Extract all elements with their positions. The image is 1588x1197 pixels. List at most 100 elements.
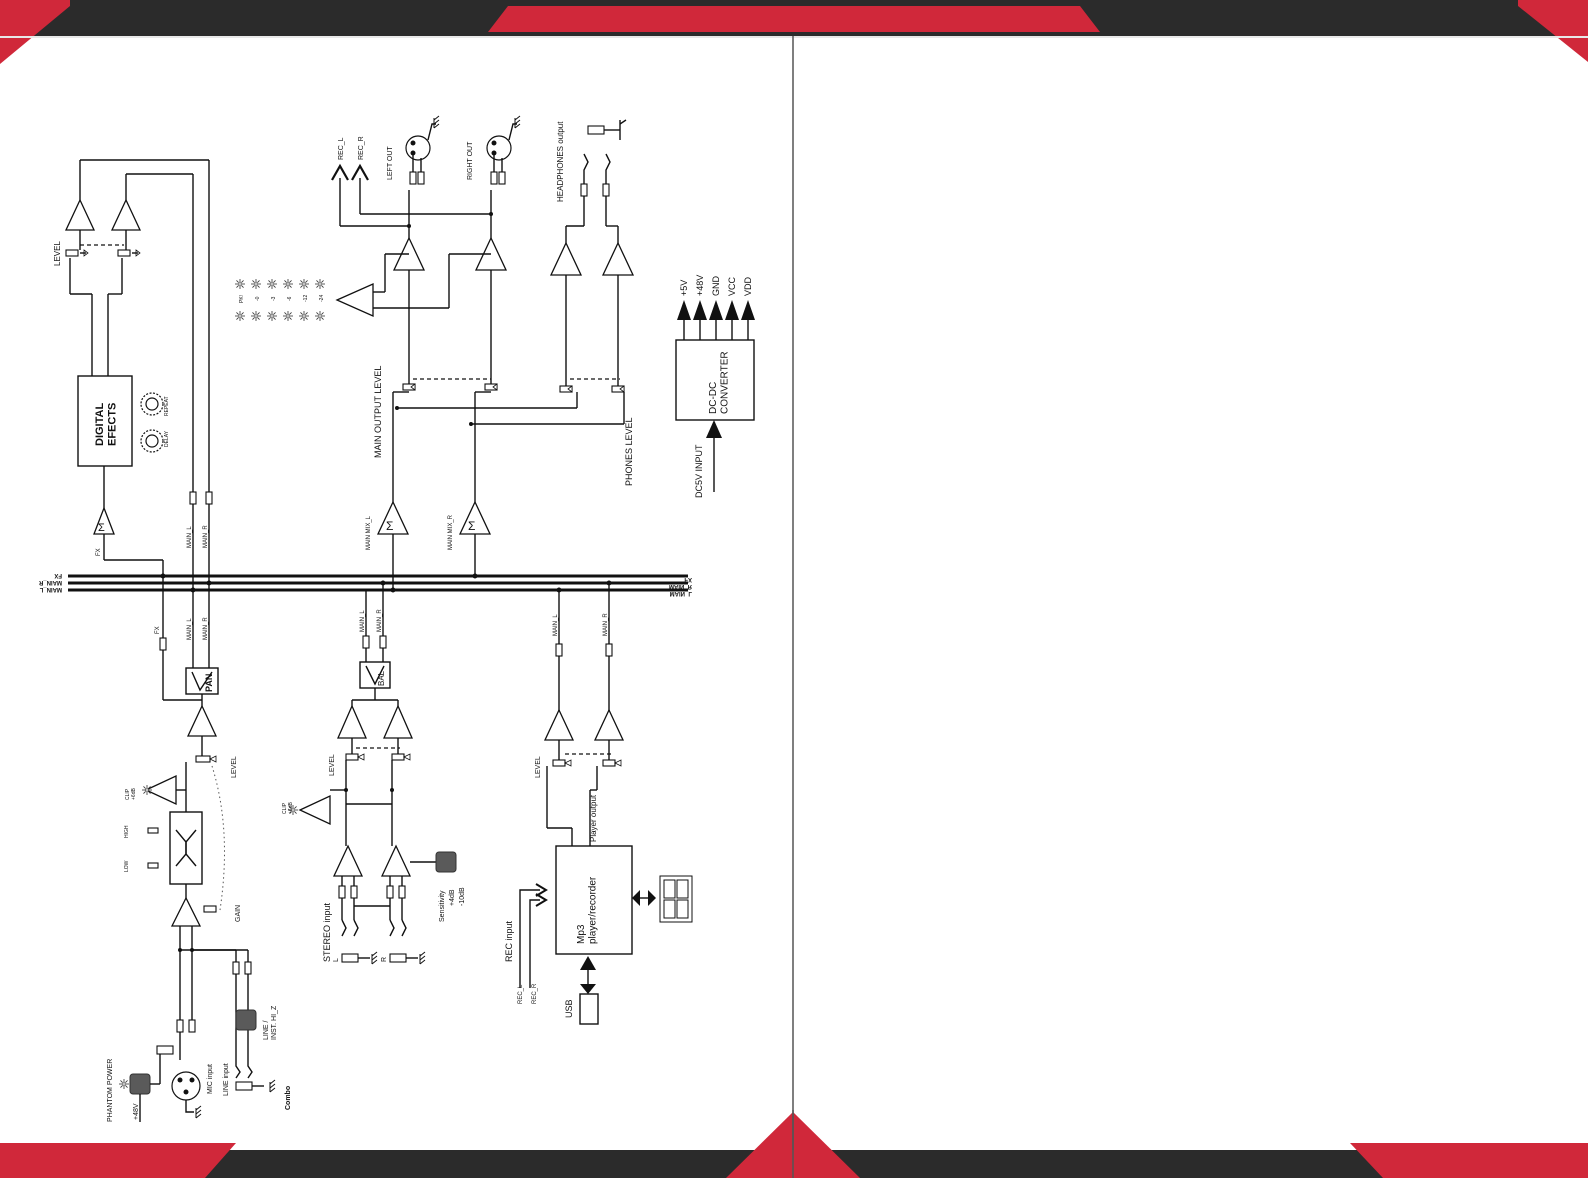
stereo-clip-led (288, 805, 298, 815)
eq-low-label: LOW (124, 860, 130, 872)
mp3-player-box (555, 845, 633, 955)
delay-knob[interactable]: DELAY (140, 429, 170, 453)
main-level-pot-l[interactable] (402, 383, 416, 391)
eq-low-pot[interactable]: LOW (124, 860, 159, 872)
fx-level-label: LEVEL (53, 241, 62, 266)
meter-led-top-0 (235, 279, 245, 289)
main-level-pot-r[interactable] (484, 383, 498, 391)
phantom-led (119, 1079, 129, 1089)
player-main-r-label: MAIN_R (603, 613, 609, 636)
bus-label-main-r-right: MAIN_R (669, 583, 693, 589)
player-amp-l (543, 708, 575, 741)
line-input-jack[interactable] (235, 1050, 264, 1091)
stereo-level-pot-r[interactable] (391, 753, 411, 761)
main-output-section: Σ Σ MAIN MIX_L MAIN MIX_R MAIN OUTPUT LE… (239, 123, 625, 590)
main-mix-l-sigma: Σ (386, 519, 393, 533)
main-mix-r-label: MAIN MIX_R (448, 514, 454, 550)
meter-label-0: -0 (255, 296, 261, 301)
stereo-level-label: LEVEL (329, 754, 336, 776)
phones-level-pot-l[interactable] (559, 385, 573, 393)
player-button-3[interactable] (663, 899, 676, 919)
player-button-4[interactable] (676, 899, 689, 919)
line-inst-switch[interactable] (235, 1009, 257, 1031)
level-meter-leds: PK! -0 -3 -6 -12 -24 (239, 295, 325, 303)
mp3-player-label: Mp3 player/recorder (576, 876, 599, 944)
stereo-jack-r[interactable] (389, 919, 418, 963)
player-level-label: LEVEL (535, 756, 542, 778)
meter-led-bottom-3 (283, 311, 293, 321)
bus-label-main-r-left: MAIN_R (38, 579, 62, 585)
return-main-r-label: MAIN_R (203, 525, 209, 548)
minus10db-label: -10dB (459, 887, 466, 906)
digital-effects-label: DIGITAL EFECTS (94, 400, 119, 446)
meter-led-bottom-4 (299, 311, 309, 321)
phantom-power-switch[interactable] (129, 1073, 151, 1095)
level-meter-amp (335, 282, 374, 318)
player-main-l-label: MAIN_L (553, 614, 559, 636)
usb-label: USB (564, 999, 574, 1018)
pan-box[interactable] (185, 667, 219, 695)
stereo-input-label: STEREO input (322, 902, 332, 962)
left-out-xlr[interactable] (405, 123, 436, 185)
rail-vcc-label: VCC (727, 276, 737, 296)
phones-amp-l (549, 241, 583, 276)
meter-led-top-4 (299, 279, 309, 289)
repeat-knob[interactable]: REPEAT (140, 392, 170, 416)
bus-label-main-l-right: MAIN_L (670, 590, 693, 596)
stereo-main-r-label: MAIN_R (377, 609, 383, 632)
right-out-xlr[interactable] (486, 123, 517, 185)
meter-led-bottom-0 (235, 311, 245, 321)
stereo-jack-l[interactable] (341, 919, 370, 963)
phones-level-pot-r[interactable] (611, 385, 625, 393)
rec-input-r-label: REC_R (532, 983, 538, 1004)
main-output-level-label: MAIN OUTPUT LEVEL (373, 366, 383, 458)
headphones-section: PHONES LEVEL HEADPHONES output (549, 119, 635, 486)
stereo-main-l-label: MAIN_L (360, 610, 366, 632)
sensitivity-switch[interactable] (435, 851, 457, 873)
dc-dc-section: DC-DC CONVERTER DC5V INPUT +5V +48V GND … (675, 275, 755, 498)
player-level-pot-r[interactable] (602, 759, 622, 767)
fx-level-pot-l[interactable] (65, 249, 89, 257)
player-level-pot-l[interactable] (552, 759, 572, 767)
player-button-2[interactable] (676, 879, 689, 899)
meter-led-bottom-5 (315, 311, 325, 321)
meter-label-3: -3 (271, 296, 277, 301)
stereo-level-pot-l[interactable] (345, 753, 365, 761)
main-mix-r-sigma: Σ (468, 519, 475, 533)
stereo-clip-detector (298, 794, 331, 826)
usb-port[interactable] (579, 993, 599, 1025)
main-mix-r-amp (458, 500, 492, 535)
left-out-label: LEFT OUT (387, 146, 394, 180)
ground-right-out (514, 115, 521, 129)
rec-input-label: REC input (504, 920, 514, 962)
repeat-label: REPEAT (164, 396, 170, 416)
channel-level-pot[interactable] (195, 755, 217, 763)
stereo-input-amp-r (380, 844, 412, 877)
meter-label-6: -6 (287, 296, 293, 301)
meter-led-top-3 (283, 279, 293, 289)
phones-amp-r (601, 241, 635, 276)
mic-preamp (170, 896, 202, 927)
headphones-jack[interactable] (583, 119, 627, 184)
stereo-ch-r-label: R (381, 957, 388, 962)
fx-return-amp-l (64, 198, 96, 231)
fx-level-pot-r[interactable] (117, 249, 141, 257)
stereo-ch-l-label: L (333, 958, 340, 962)
rec-l-label: REC_L (338, 137, 345, 160)
digital-effects-box (77, 375, 133, 467)
player-output-label: Player output (589, 794, 598, 842)
ground-stereo-r (419, 951, 426, 965)
eq-high-pot[interactable]: HIGH (124, 825, 159, 838)
meter-led-bottom-2 (267, 311, 277, 321)
bus-label-fx-right: FX (684, 576, 692, 582)
send-fx-label: FX (155, 626, 161, 634)
stereo-amp-r (383, 704, 413, 739)
player-button-1[interactable] (663, 879, 676, 899)
ground-line-input (269, 1079, 276, 1093)
line-inst-label: LINE / INST. HI_Z (263, 1005, 278, 1040)
clip-led (142, 785, 152, 795)
gain-pot[interactable]: GAIN (203, 905, 242, 922)
mic-input-xlr[interactable] (171, 1071, 201, 1113)
